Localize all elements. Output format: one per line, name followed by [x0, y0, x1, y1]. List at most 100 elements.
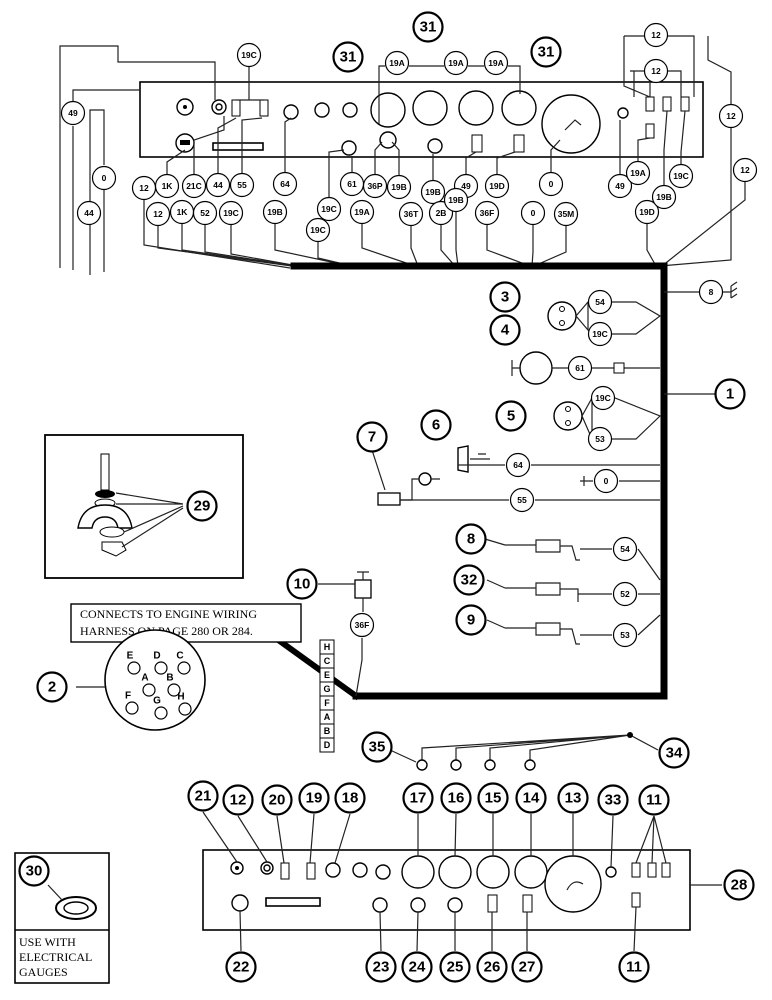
panel-wires: [59, 35, 746, 275]
part-callout-number: 5: [507, 408, 515, 425]
wire-tag: 36F: [474, 200, 500, 226]
wire-tag: 61: [567, 355, 593, 381]
wire-tag-label: 12: [651, 30, 661, 40]
connector-pin-letter: G: [323, 684, 330, 694]
connector-face-pin-letter: C: [176, 651, 183, 662]
part-callout-number: 6: [432, 417, 440, 434]
wire-tag: 19C: [587, 321, 613, 347]
part-callout: 29: [186, 490, 218, 522]
connector-face-pin: B: [166, 673, 181, 697]
wire-tag: 0: [91, 165, 117, 191]
part-callout-number: 27: [519, 959, 536, 976]
part-callout-number: 29: [194, 498, 211, 515]
part-callout-number: 17: [410, 790, 427, 807]
part-callout: 11: [618, 951, 650, 983]
part-callout: 31: [332, 41, 364, 73]
part-callout: 23: [365, 951, 397, 983]
wire-tag-label: 19A: [448, 58, 464, 68]
wire-tag-label: 0: [604, 476, 609, 486]
part-callout: 21: [187, 780, 219, 812]
part-callout-number: 18: [342, 790, 359, 807]
wire-tag: 12: [145, 201, 171, 227]
wire-tag-label: 12: [139, 183, 149, 193]
part-callout-number: 35: [369, 739, 386, 756]
wire-tag-label: 61: [575, 363, 585, 373]
wire-tag: 19A: [483, 50, 509, 76]
wire-tag-label: 19D: [639, 207, 655, 217]
wire-tag: 19D: [634, 199, 660, 225]
connector-face-pin: D: [153, 651, 168, 675]
wire-tag: 19C: [316, 196, 342, 222]
part-callout-number: 31: [340, 49, 357, 66]
wire-tag: 54: [612, 536, 638, 562]
wire-tag-label: 19B: [391, 182, 407, 192]
wire-tag-label: 52: [620, 589, 630, 599]
wire-tag-label: 55: [237, 180, 247, 190]
part-callout: 8: [455, 523, 487, 555]
part-callout-number: 15: [485, 790, 502, 807]
wire-tag: 36T: [398, 201, 424, 227]
wire-tag-label: 55: [517, 495, 527, 505]
wire-tag: 19C: [668, 163, 694, 189]
wire-tag: 0: [593, 468, 619, 494]
wire-tag-label: 19B: [267, 207, 283, 217]
part-callout: 5: [495, 400, 527, 432]
part-callout: 9: [455, 604, 487, 636]
connector-pin-cell: B: [319, 723, 335, 739]
part-callout: 35: [361, 731, 393, 763]
part-callout-number: 12: [230, 792, 247, 809]
connector-note-line1: CONNECTS TO ENGINE WIRING: [80, 607, 257, 621]
wire-tag: 52: [612, 581, 638, 607]
wire-tag: 53: [612, 622, 638, 648]
connector-pin-cell: H: [319, 639, 335, 655]
wire-tag-label: 36T: [404, 209, 419, 219]
connector-face-pin-letter: B: [166, 673, 173, 684]
wire-tag-label: 54: [620, 544, 630, 554]
wire-tag: 12: [643, 22, 669, 48]
wire-tag-label: 44: [213, 180, 223, 190]
wire-tag: 19C: [218, 200, 244, 226]
part-callout: 4: [489, 314, 521, 346]
wire-tag: 54: [587, 289, 613, 315]
part-callout-number: 21: [195, 788, 212, 805]
wire-tag-label: 12: [153, 209, 163, 219]
part-callout-number: 25: [447, 959, 464, 976]
part-callout-number: 22: [233, 959, 250, 976]
wire-tag-label: 0: [549, 179, 554, 189]
wire-tag-label: 19C: [673, 171, 689, 181]
connector-pin-letter: E: [324, 670, 330, 680]
wire-tag-label: 12: [651, 66, 661, 76]
part-callout-number: 10: [294, 576, 311, 593]
part-callout-number: 20: [269, 792, 286, 809]
wire-tag: 1K: [169, 199, 195, 225]
wire-tag: 12: [732, 157, 758, 183]
wire-tag: 19B: [386, 174, 412, 200]
part-callout-number: 11: [646, 792, 662, 809]
wire-tag-label: 61: [347, 179, 357, 189]
wire-tag: 19C: [305, 217, 331, 243]
part-callout-number: 7: [368, 429, 376, 446]
wire-tag: 44: [205, 172, 231, 198]
connector-face-pin: G: [153, 696, 168, 720]
wire-tag: 12: [718, 103, 744, 129]
wire-tag-label: 19B: [425, 187, 441, 197]
wire-tag-label: 19A: [488, 58, 504, 68]
part-callout-number: 31: [538, 44, 555, 61]
wire-tag: 19D: [484, 173, 510, 199]
wire-tag: 35M: [553, 201, 579, 227]
part-callout: 12: [222, 784, 254, 816]
part-callout-number: 14: [523, 790, 540, 807]
wire-tag-label: 49: [615, 181, 625, 191]
wire-tag-label: 52: [200, 208, 210, 218]
part-callout: 1: [714, 378, 746, 410]
wire-tag: 64: [505, 452, 531, 478]
part-callout-number: 31: [420, 19, 437, 36]
wire-tag-label: 19B: [448, 195, 464, 205]
wire-tag-label: 1K: [177, 207, 189, 217]
part-callout: 7: [356, 421, 388, 453]
part-callout-number: 23: [373, 959, 390, 976]
part-callout: 25: [439, 951, 471, 983]
